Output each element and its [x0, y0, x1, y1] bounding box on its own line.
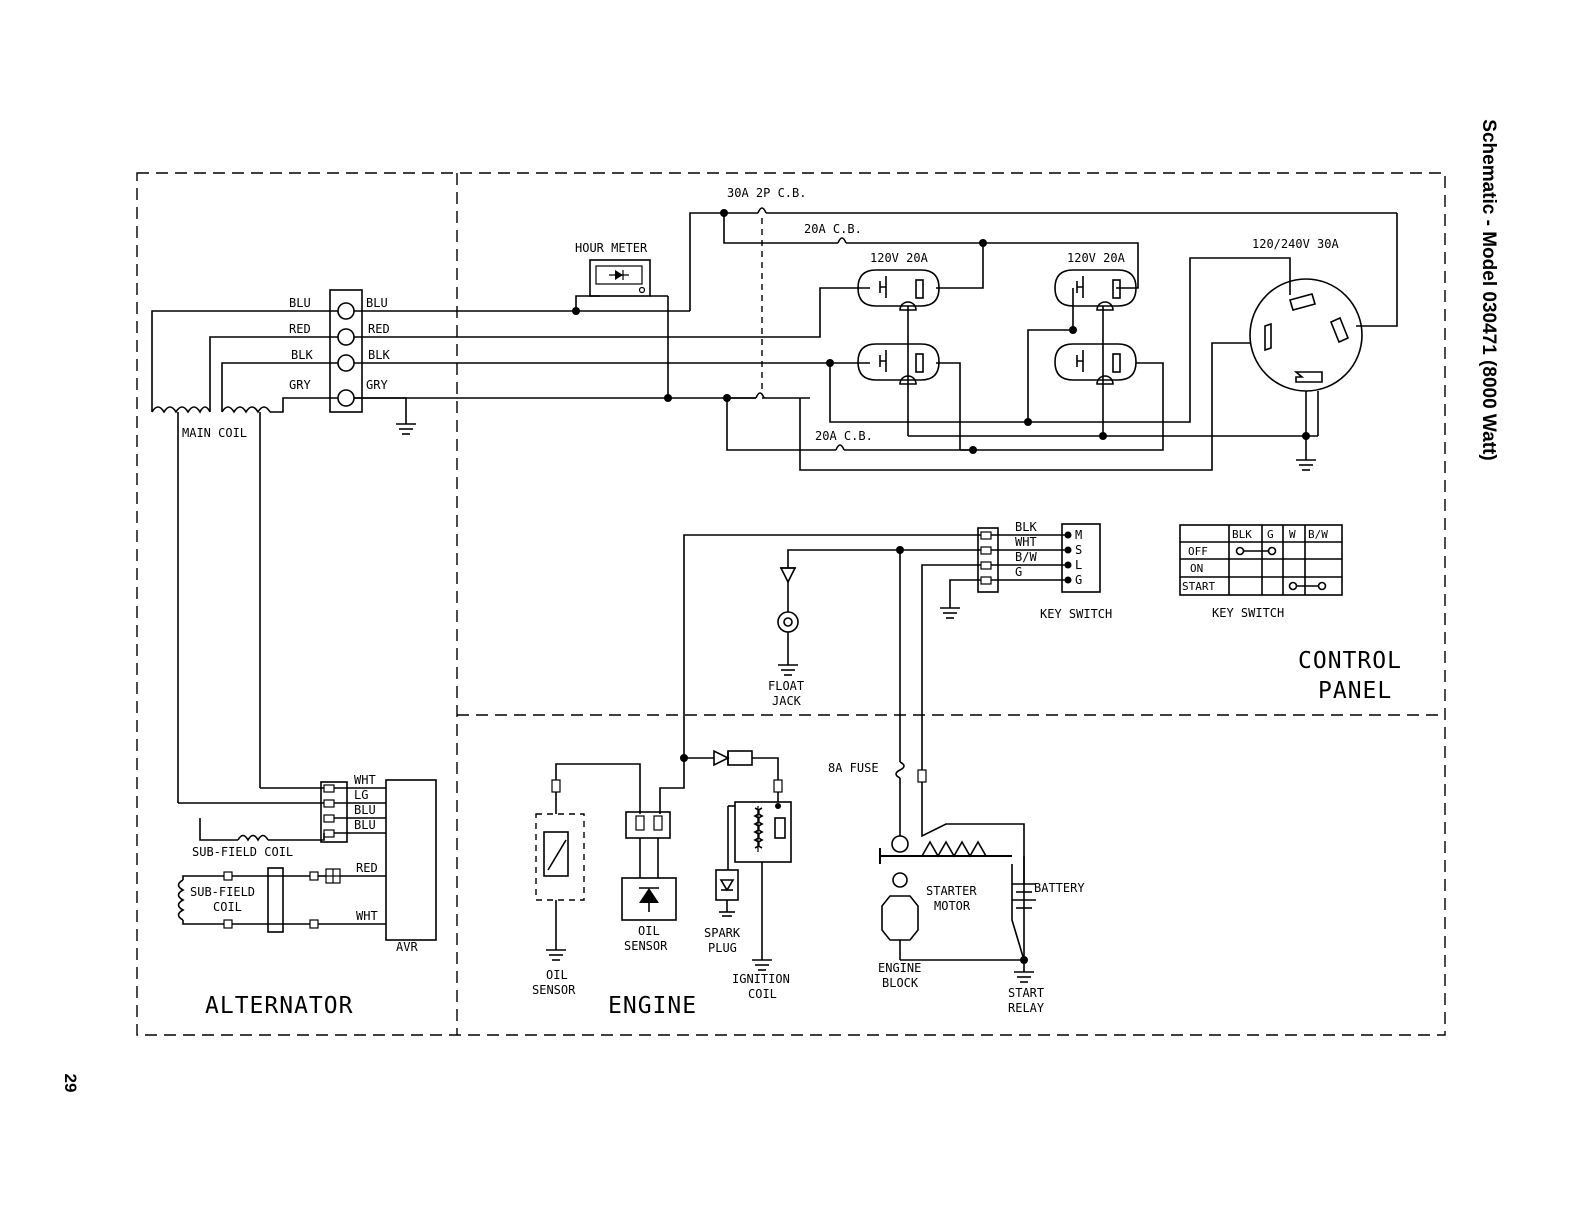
- key-pin-g: G: [1075, 573, 1082, 587]
- key-pin-l: L: [1075, 558, 1082, 572]
- term-right-red: RED: [368, 322, 390, 336]
- term-left-gry: GRY: [289, 378, 311, 392]
- avr-box: [385, 779, 437, 941]
- spark-plug-line1: SPARK: [704, 926, 741, 940]
- hour-meter-icon: [575, 259, 669, 398]
- key-switch-icon: [977, 523, 1101, 593]
- sub-field-2-line1: SUB-FIELD: [190, 885, 255, 899]
- avr-wire-wht: WHT: [354, 773, 376, 787]
- key-pin-s: S: [1075, 543, 1082, 557]
- term-right-blk: BLK: [368, 348, 390, 362]
- oil-sensor-2-icon: [621, 811, 677, 921]
- float-jack-line2: JACK: [772, 694, 802, 708]
- oil-sensor-2-line2: SENSOR: [624, 939, 668, 953]
- float-jack-icon: [777, 567, 799, 676]
- table-row-off: OFF: [1188, 545, 1208, 558]
- key-switch-wiring: [683, 534, 981, 770]
- engine-block-line1: ENGINE: [878, 961, 921, 975]
- breaker-20a-top-icon: [723, 213, 1139, 289]
- breaker-20a-top-label: 20A C.B.: [804, 222, 862, 236]
- starter-line2: MOTOR: [934, 899, 971, 913]
- spark-plug-line2: PLUG: [708, 941, 737, 955]
- spark-plug-icon: [715, 805, 739, 917]
- starter-circuit: [879, 761, 1036, 983]
- table-row-on: ON: [1190, 562, 1203, 575]
- key-wire-wht: WHT: [1015, 535, 1037, 549]
- oil-sensor-1-line1: OIL: [546, 968, 568, 982]
- oil-sensor-1-icon: [535, 779, 585, 961]
- table-head-blk: BLK: [1232, 528, 1252, 541]
- avr-wire-blu: BLU: [354, 803, 376, 817]
- breaker-30a-label: 30A 2P C.B.: [727, 186, 806, 200]
- avr-label: AVR: [396, 940, 418, 954]
- receptacle-2-icon: [799, 269, 1318, 471]
- breaker-20a-bottom-label: 20A C.B.: [815, 429, 873, 443]
- hour-meter-label: HOUR METER: [575, 241, 648, 255]
- panel-feed-lines: [354, 287, 870, 399]
- section-alternator: ALTERNATOR: [205, 993, 353, 1019]
- float-jack-line1: FLOAT: [768, 679, 804, 693]
- term-left-red: RED: [289, 322, 311, 336]
- avr-wire-lg: LG: [354, 788, 368, 802]
- junction-dots-panel: [572, 209, 1310, 454]
- oil-sensor-1-line2: SENSOR: [532, 983, 576, 997]
- receptacle-3-label: 120/240V 30A: [1252, 237, 1339, 251]
- starter-line1: STARTER: [926, 884, 977, 898]
- battery-label: BATTERY: [1034, 881, 1085, 895]
- avr-red-label: RED: [356, 861, 378, 875]
- table-head-bw: B/W: [1308, 528, 1328, 541]
- avr-wht-label: WHT: [356, 909, 378, 923]
- ignition-coil-line1: IGNITION: [732, 972, 790, 986]
- key-wire-g: G: [1015, 565, 1022, 579]
- table-head-w: W: [1289, 528, 1296, 541]
- key-wire-blk: BLK: [1015, 520, 1037, 534]
- receptacle-1-label: 120V 20A: [870, 251, 929, 265]
- sub-field-coil-label: SUB-FIELD COIL: [192, 845, 293, 859]
- section-engine: ENGINE: [608, 993, 697, 1019]
- sub-field-2-line2: COIL: [213, 900, 242, 914]
- outer-border: [136, 172, 1446, 1036]
- section-boxes: [136, 172, 1446, 1036]
- oil-sensor-2-line1: OIL: [638, 924, 660, 938]
- section-control-line2: PANEL: [1318, 678, 1392, 704]
- ignition-coil-icon: [727, 779, 792, 971]
- main-coil-label: MAIN COIL: [182, 426, 247, 440]
- breaker-30a-icon: [689, 207, 1398, 399]
- alternator-terminal-block: [329, 289, 363, 413]
- sub-field-coil-2: [177, 867, 386, 933]
- table-row-start: START: [1182, 580, 1215, 593]
- avr-connectors: [178, 781, 386, 843]
- term-left-blk: BLK: [291, 348, 313, 362]
- table-head-g: G: [1267, 528, 1274, 541]
- engine-block-line2: BLOCK: [882, 976, 919, 990]
- avr-wire-blu-2: BLU: [354, 818, 376, 832]
- key-switch-label: KEY SWITCH: [1040, 607, 1112, 621]
- key-table-label: KEY SWITCH: [1212, 606, 1284, 620]
- key-wire-bw: B/W: [1015, 550, 1037, 564]
- term-right-blu: BLU: [366, 296, 388, 310]
- ground-icon: [354, 397, 416, 435]
- term-right-gry: GRY: [366, 378, 388, 392]
- ignition-coil-line2: COIL: [748, 987, 777, 1001]
- key-pin-m: M: [1075, 528, 1082, 542]
- start-relay-line1: START: [1008, 986, 1044, 1000]
- main-coil-wiring: [151, 310, 338, 803]
- fuse-label: 8A FUSE: [828, 761, 879, 775]
- engine-wiring: [555, 749, 779, 814]
- key-switch-table: [1179, 524, 1343, 596]
- receptacle-1-icon: [829, 257, 1291, 450]
- receptacle-2-label: 120V 20A: [1067, 251, 1126, 265]
- receptacle-3-icon: [1249, 278, 1363, 471]
- start-relay-line2: RELAY: [1008, 1001, 1045, 1015]
- term-left-blu: BLU: [289, 296, 311, 310]
- section-control-line1: CONTROL: [1298, 648, 1402, 674]
